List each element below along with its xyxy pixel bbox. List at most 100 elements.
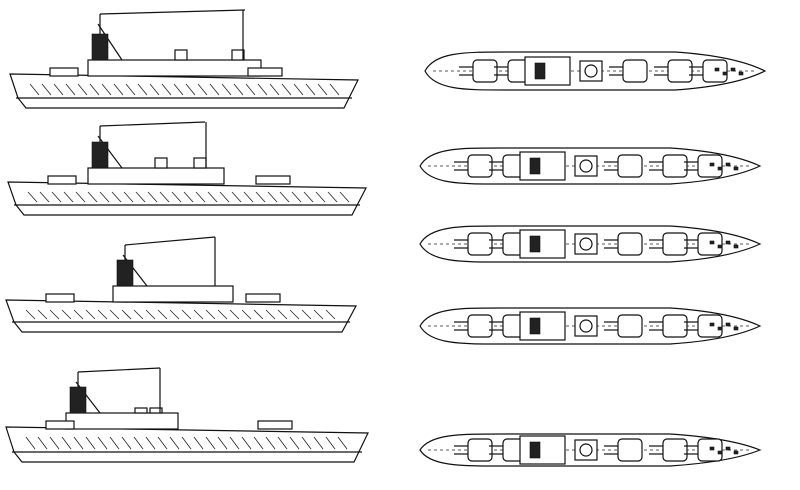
belt-hatch xyxy=(315,191,326,203)
belt-hatch xyxy=(89,83,100,96)
belt-hatch xyxy=(193,436,204,450)
funnel-plan xyxy=(579,237,593,251)
turret-3 xyxy=(617,314,643,338)
belt-hatch xyxy=(171,191,182,203)
belt-hatch xyxy=(135,191,146,203)
bow-fitting xyxy=(714,67,720,72)
belt-hatch xyxy=(99,191,110,203)
belt-hatch xyxy=(157,309,168,320)
belt-hatch xyxy=(137,83,148,96)
funnel-plan xyxy=(529,157,541,175)
superstructure-plan xyxy=(519,229,566,259)
turret-1 xyxy=(467,438,493,462)
superstructure-plan xyxy=(524,56,571,86)
belt-hatch xyxy=(313,309,324,320)
belt-hatch xyxy=(281,83,292,96)
belt-hatch xyxy=(301,309,312,320)
belt-hatch xyxy=(101,83,112,96)
funnel-plan xyxy=(534,62,546,80)
belt-hatch xyxy=(289,436,300,450)
fore-turret xyxy=(45,293,75,303)
belt-hatch xyxy=(109,309,120,320)
side-profile-4 xyxy=(5,367,369,463)
turret-4 xyxy=(662,232,688,256)
belt-hatch xyxy=(205,436,216,450)
belt-hatch xyxy=(279,191,290,203)
side-profile-3 xyxy=(5,236,357,333)
belt-hatch xyxy=(243,191,254,203)
belt-hatch xyxy=(255,191,266,203)
belt-hatch xyxy=(337,436,348,450)
belt-hatch xyxy=(339,191,350,203)
belt-hatch xyxy=(85,436,96,450)
bow-fitting xyxy=(722,71,728,76)
belt-hatch xyxy=(209,83,220,96)
belt-hatch xyxy=(229,309,240,320)
funnel-1 xyxy=(134,407,148,414)
turret-1 xyxy=(467,314,493,338)
bridge-tower xyxy=(116,259,134,287)
aerial-wire xyxy=(124,236,216,246)
superstructure-plan xyxy=(519,151,566,181)
bow-fitting xyxy=(717,244,723,249)
hull xyxy=(5,426,369,463)
fore-turret xyxy=(47,175,77,185)
belt-hatch xyxy=(183,191,194,203)
bridge-tower xyxy=(91,33,109,61)
belt-hatch xyxy=(253,309,264,320)
deck-plan-5 xyxy=(419,433,762,467)
bow-fitting xyxy=(733,244,739,249)
belt-hatch xyxy=(77,83,88,96)
belt-hatch xyxy=(133,309,144,320)
side-profile-1 xyxy=(9,9,359,109)
belt-hatch xyxy=(327,191,338,203)
belt-hatch xyxy=(161,83,172,96)
belt-hatch xyxy=(61,436,72,450)
belt-hatch xyxy=(65,83,76,96)
aerial-wire xyxy=(99,121,206,127)
belt-hatch xyxy=(267,191,278,203)
belt-hatch xyxy=(329,83,340,96)
deck-plan-2 xyxy=(419,147,762,185)
turret-4 xyxy=(662,438,688,462)
turret-4 xyxy=(662,154,688,178)
belt-hatch xyxy=(317,83,328,96)
superstructure xyxy=(65,412,179,430)
funnel-plan xyxy=(584,64,598,78)
belt-hatch xyxy=(231,191,242,203)
belt-hatch xyxy=(53,83,64,96)
belt-hatch xyxy=(207,191,218,203)
aft-turret xyxy=(257,420,293,430)
funnel-plan xyxy=(579,443,593,457)
belt-hatch xyxy=(109,436,120,450)
belt-hatch xyxy=(325,436,336,450)
turret-3 xyxy=(617,154,643,178)
bow-fitting xyxy=(725,322,731,327)
belt-hatch xyxy=(159,191,170,203)
bow-fitting xyxy=(730,67,736,72)
aft-turret xyxy=(245,293,281,303)
bow-fitting xyxy=(717,166,723,171)
turret-4 xyxy=(662,314,688,338)
bow-fitting xyxy=(738,71,744,76)
belt-hatch xyxy=(233,83,244,96)
aft-turret xyxy=(247,67,283,77)
belt-hatch xyxy=(145,309,156,320)
belt-hatch xyxy=(173,83,184,96)
belt-hatch xyxy=(265,309,276,320)
aerial-wire xyxy=(99,9,246,15)
belt-hatch xyxy=(97,309,108,320)
belt-hatch xyxy=(277,436,288,450)
belt-hatch xyxy=(277,309,288,320)
aerial-wire xyxy=(77,367,161,373)
belt-hatch xyxy=(269,83,280,96)
funnel-2 xyxy=(231,49,245,61)
belt-hatch xyxy=(181,309,192,320)
turret-1 xyxy=(467,232,493,256)
belt-hatch xyxy=(41,83,52,96)
deck-plan-3 xyxy=(419,225,762,263)
funnel-2 xyxy=(149,407,163,414)
funnel-2 xyxy=(193,157,207,169)
